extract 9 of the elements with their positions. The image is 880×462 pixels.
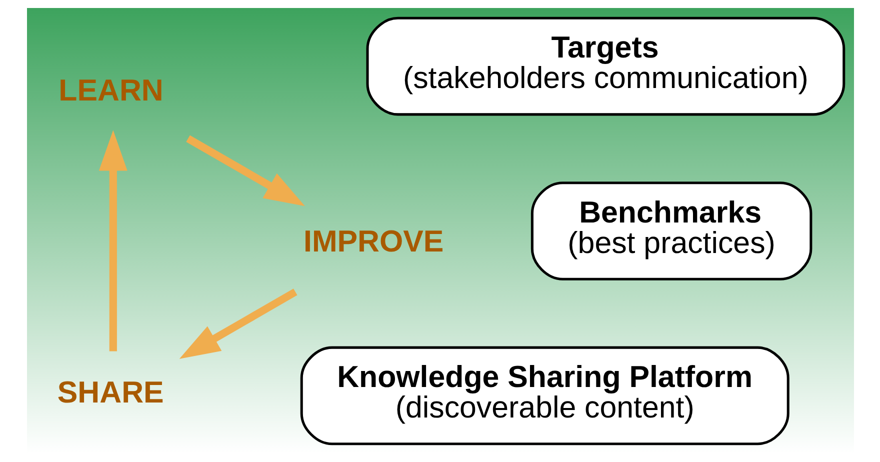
arrow [98,130,127,352]
node-text: IMPROVE [303,224,444,259]
node-box: Benchmarks (best practices) [530,182,812,280]
node-box: Targets (stakeholders communication) [366,16,845,116]
node-text: LEARN [58,74,163,108]
node-text: SHARE [56,375,164,410]
arrow [178,288,297,359]
arrow [186,135,304,206]
node-box: Knowledge Sharing Platform (discoverable content) [300,346,789,446]
